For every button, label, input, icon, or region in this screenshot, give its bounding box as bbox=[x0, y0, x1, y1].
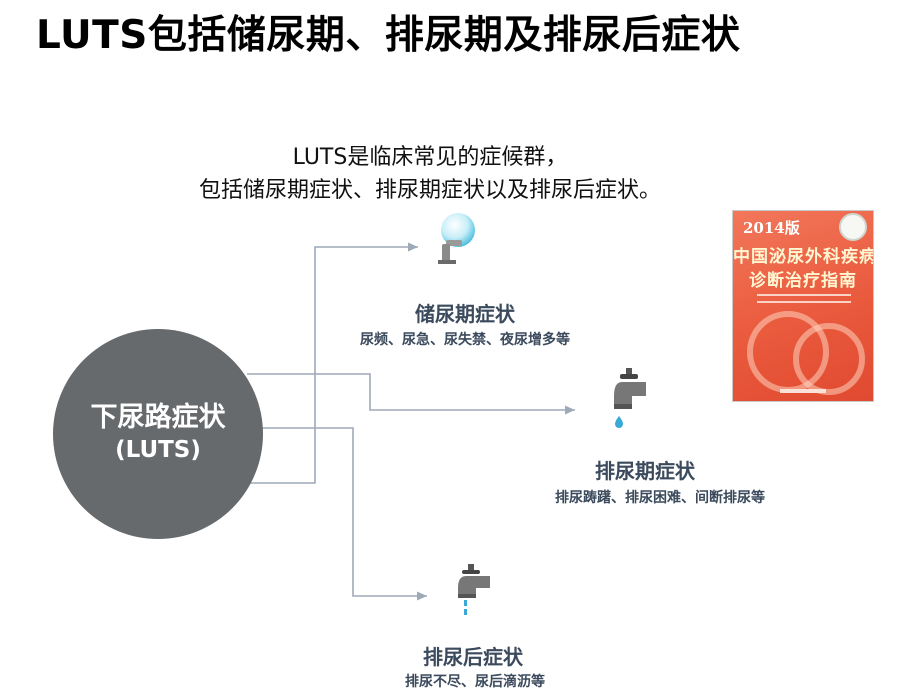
luts-circle: 下尿路症状 (LUTS) bbox=[53, 329, 263, 539]
voiding-symptoms-title: 排尿期症状 bbox=[595, 459, 695, 483]
luts-abbr: (LUTS) bbox=[115, 437, 201, 463]
book-publisher-mark bbox=[733, 389, 873, 395]
connector-post-voiding bbox=[261, 427, 427, 601]
storage-symptoms-desc: 尿频、尿急、尿失禁、夜尿增多等 bbox=[360, 332, 570, 348]
book-year: 2014版 bbox=[743, 219, 800, 237]
water-drop-tap-icon bbox=[438, 213, 475, 264]
book-swirl-decoration bbox=[793, 323, 865, 395]
guideline-book-cover: 2014版 中国泌尿外科疾病 诊断治疗指南 bbox=[732, 210, 874, 402]
intro-line-1: LUTS是临床常见的症候群， bbox=[292, 145, 568, 170]
connector-storage bbox=[247, 242, 418, 484]
book-author-line bbox=[757, 301, 851, 303]
storage-symptoms-title: 储尿期症状 bbox=[415, 302, 515, 326]
post-voiding-symptoms-desc: 排尿不尽、尿后滴沥等 bbox=[405, 674, 545, 690]
intro-line-2: 包括储尿期症状、排尿期症状以及排尿后症状。 bbox=[198, 178, 661, 203]
slide-title: LUTS包括储尿期、排尿期及排尿后症状 bbox=[36, 13, 741, 58]
book-seal-icon bbox=[839, 213, 867, 241]
post-voiding-symptoms-title: 排尿后症状 bbox=[423, 645, 523, 669]
faucet-dribbling-icon bbox=[458, 564, 490, 615]
luts-label: 下尿路症状 bbox=[90, 402, 226, 433]
connector-voiding bbox=[247, 373, 575, 415]
book-title-line-2: 诊断治疗指南 bbox=[749, 271, 857, 291]
book-author-line bbox=[757, 294, 851, 296]
voiding-symptoms-desc: 排尿踌躇、排尿困难、间断排尿等 bbox=[555, 490, 765, 506]
book-title-line-1: 中国泌尿外科疾病 bbox=[733, 247, 874, 267]
faucet-dripping-icon bbox=[614, 368, 646, 428]
